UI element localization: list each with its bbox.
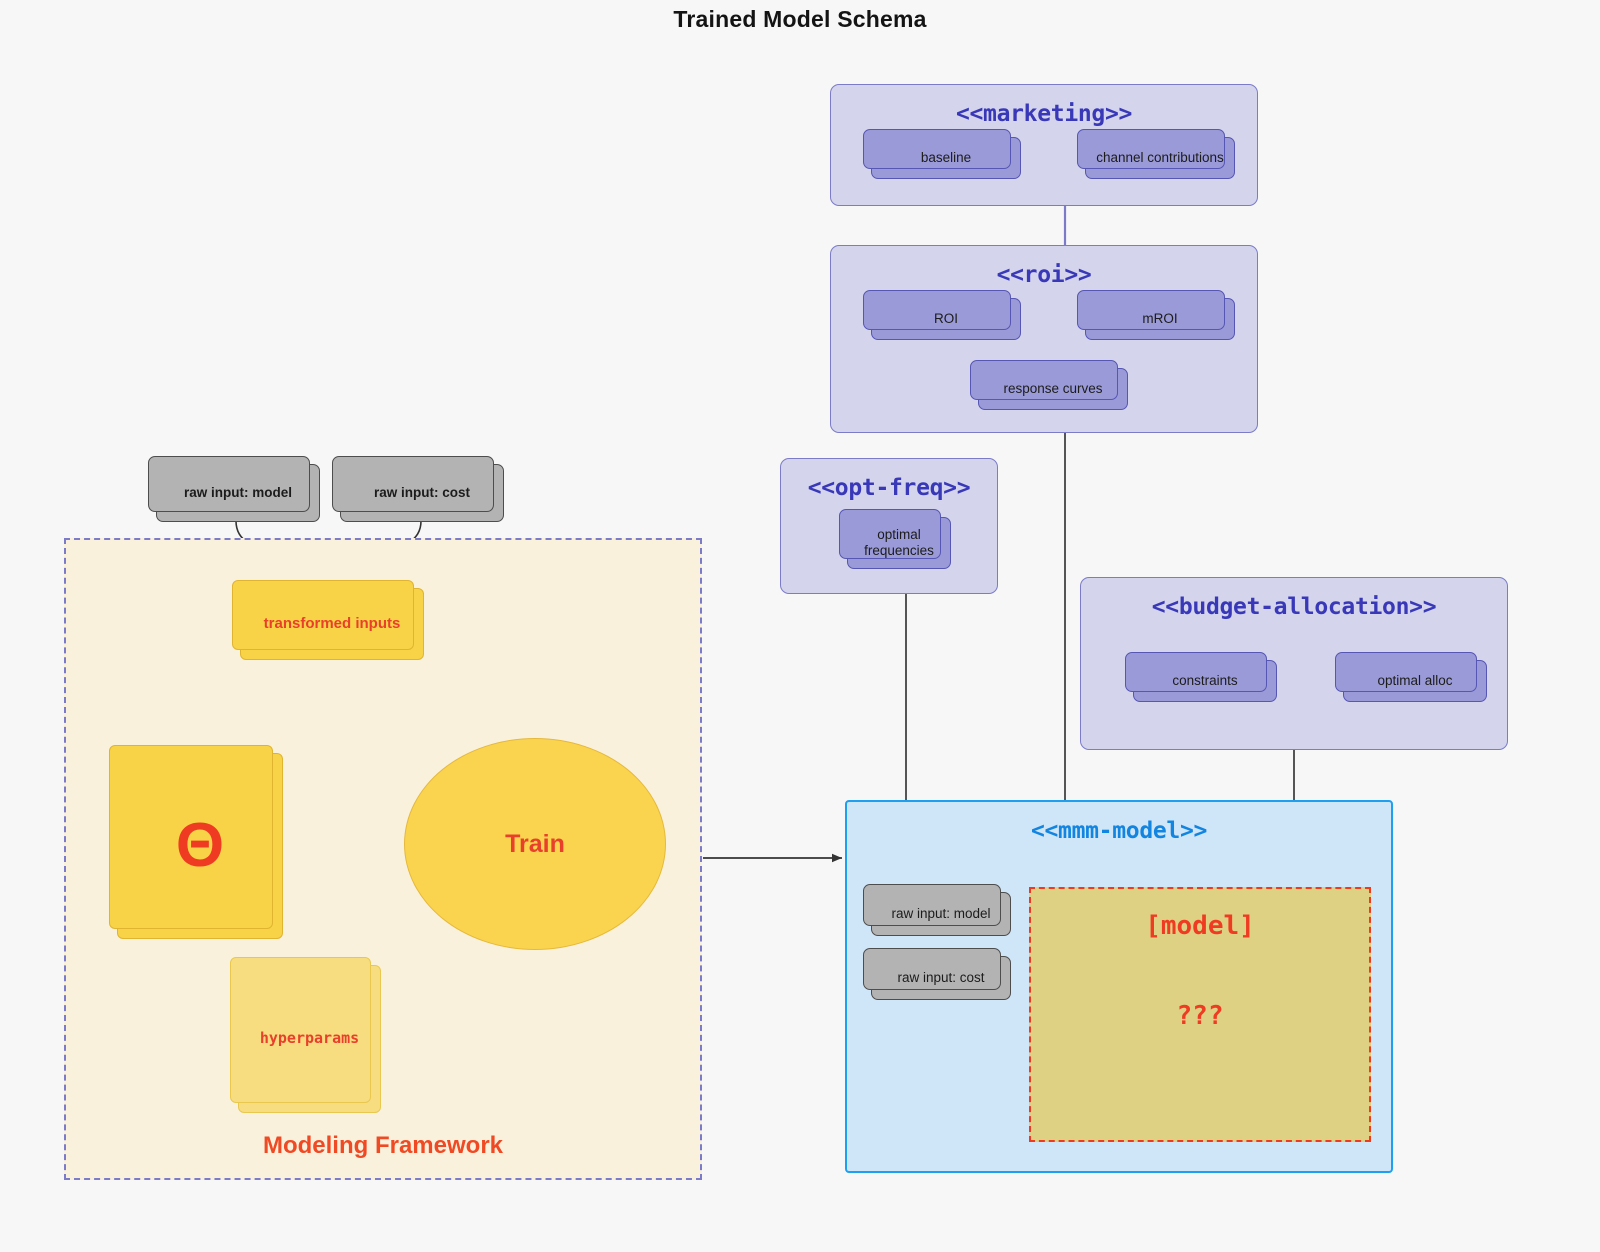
package-budget-allocation: <<budget-allocation>> constraints optima… <box>1080 577 1508 750</box>
package-opt-freq-title: <<opt-freq>> <box>807 475 971 501</box>
package-roi-title: <<roi>> <box>996 262 1092 288</box>
package-mmm-model-title: <<mmm-model>> <box>1030 818 1208 844</box>
card-raw-input-cost[interactable]: raw input: cost <box>332 456 504 522</box>
card-hyperparams[interactable]: hyperparams <box>230 957 381 1113</box>
card-raw-input-model[interactable]: raw input: model <box>148 456 320 522</box>
page-title: Trained Model Schema <box>673 6 927 32</box>
theta-symbol: Θ <box>175 811 225 880</box>
package-opt-freq: <<opt-freq>> optimal frequencies <box>780 458 998 594</box>
card-mroi[interactable]: mROI <box>1077 290 1235 340</box>
package-roi: <<roi>> ROI mROI response curves <box>830 245 1258 433</box>
card-theta[interactable]: Θ <box>109 745 283 939</box>
card-roi[interactable]: ROI <box>863 290 1021 340</box>
package-marketing-title: <<marketing>> <box>955 101 1133 127</box>
model-placeholder-label: [model] <box>1145 911 1255 941</box>
modeling-framework-label: Modeling Framework <box>262 1132 504 1159</box>
package-mmm-model: <<mmm-model>> raw input: model raw input… <box>845 800 1393 1173</box>
card-mmm-raw-input-cost[interactable]: raw input: cost <box>863 948 1011 1000</box>
package-marketing: <<marketing>> baseline channel contribut… <box>830 84 1258 206</box>
package-budget-allocation-title: <<budget-allocation>> <box>1151 594 1437 620</box>
card-optimal-alloc[interactable]: optimal alloc <box>1335 652 1487 702</box>
model-unknown-label: ??? <box>1176 1001 1224 1031</box>
card-transformed-inputs[interactable]: transformed inputs <box>232 580 424 660</box>
card-constraints[interactable]: constraints <box>1125 652 1277 702</box>
model-placeholder-panel: [model] ??? <box>1029 887 1371 1142</box>
card-mmm-raw-input-model[interactable]: raw input: model <box>863 884 1011 936</box>
card-baseline[interactable]: baseline <box>863 129 1021 179</box>
card-channel-contributions[interactable]: channel contributions <box>1077 129 1235 179</box>
card-response-curves[interactable]: response curves <box>970 360 1128 410</box>
train-node[interactable]: Train <box>404 738 666 950</box>
card-optimal-frequencies[interactable]: optimal frequencies <box>839 509 951 569</box>
